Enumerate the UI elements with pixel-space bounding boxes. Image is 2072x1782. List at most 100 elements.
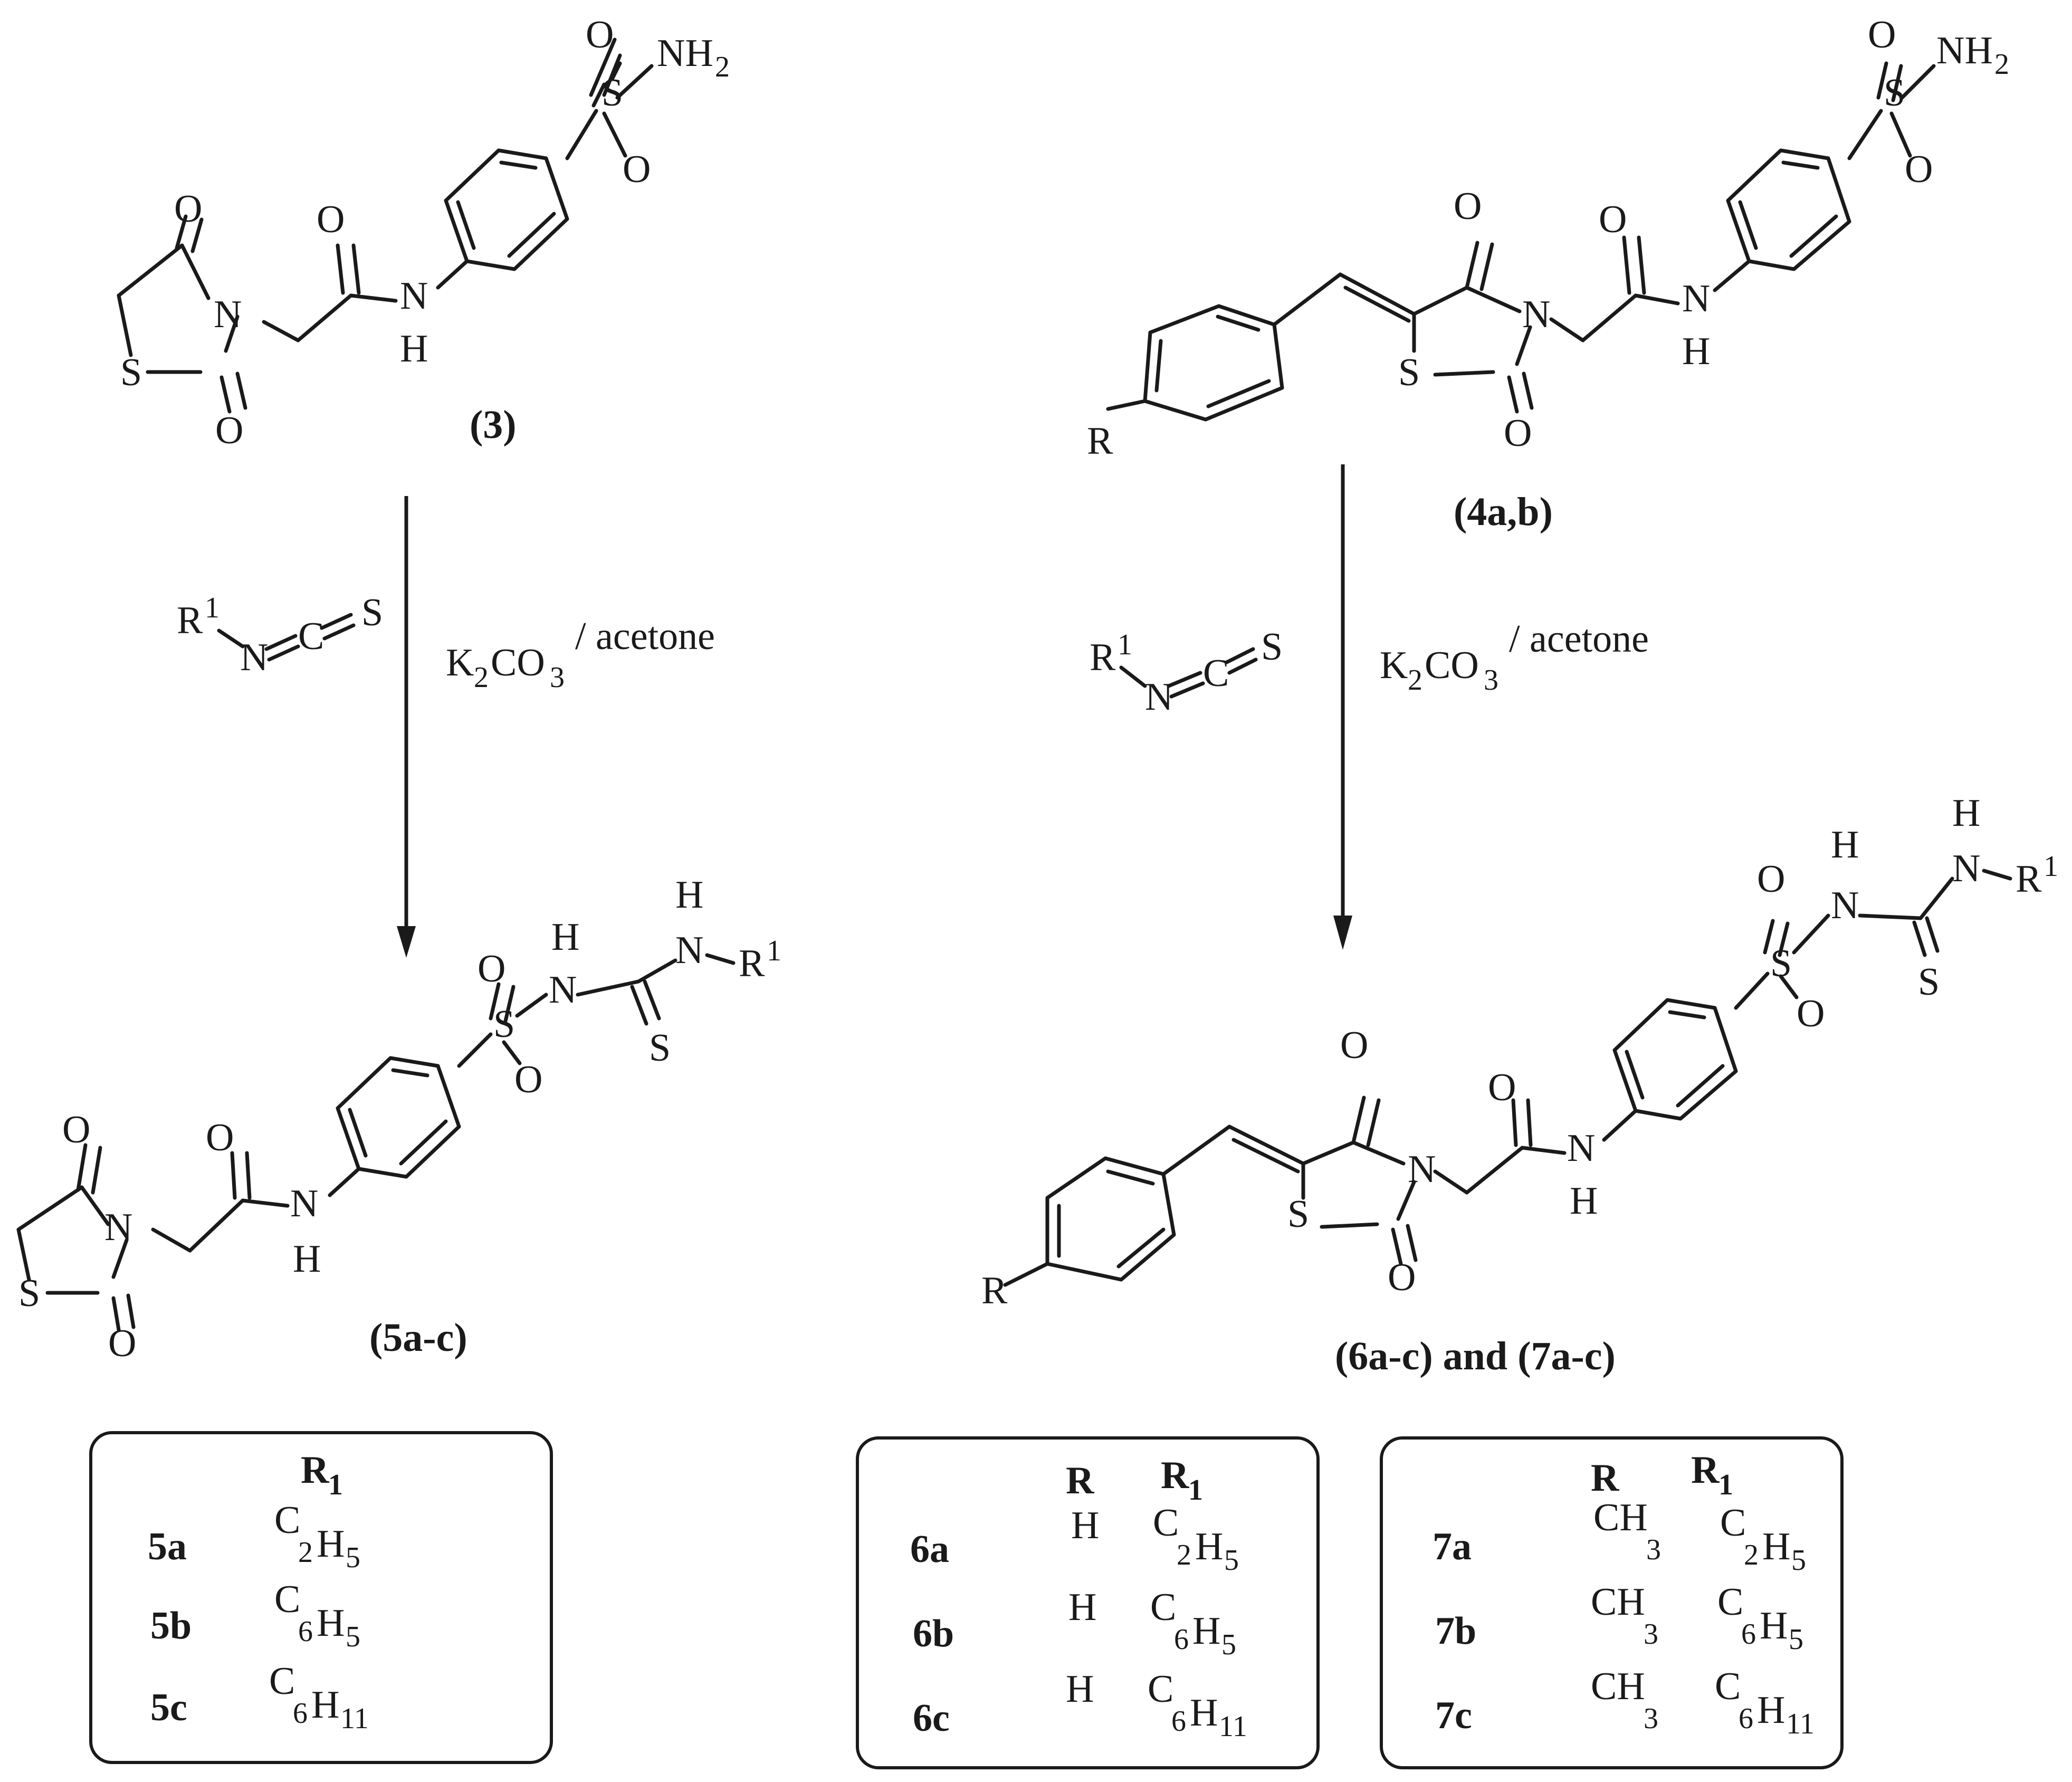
svg-text:5a: 5a	[148, 1525, 187, 1568]
table-row: 7a CH 3 C 2 H 5	[1433, 1496, 1806, 1577]
svg-text:CO: CO	[1425, 644, 1479, 687]
svg-text:2: 2	[298, 1536, 313, 1569]
svg-text:C: C	[1153, 1501, 1179, 1545]
svg-text:CH: CH	[1591, 1665, 1645, 1708]
svg-text:C: C	[1715, 1665, 1741, 1708]
svg-text:N: N	[1952, 847, 1980, 890]
svg-text:O: O	[1905, 148, 1933, 191]
svg-text:2: 2	[715, 51, 730, 83]
svg-text:6: 6	[1741, 1618, 1756, 1651]
svg-text:S: S	[1770, 942, 1792, 985]
svg-text:R: R	[2016, 857, 2042, 901]
svg-text:5: 5	[346, 1621, 360, 1653]
svg-text:5: 5	[1224, 1544, 1239, 1577]
reaction-arrow-right	[1333, 464, 1352, 950]
table-header-r: R	[1066, 1459, 1095, 1502]
isothiocyanate-reagent-right: R 1 N C S	[1090, 625, 1283, 719]
svg-text:R: R	[177, 599, 203, 642]
svg-text:6: 6	[1174, 1623, 1189, 1656]
svg-text:/ acetone: / acetone	[575, 615, 715, 658]
compound-6-7-structure: R O N S O O N H O S O N H S N H R 1 (6a-…	[981, 792, 2058, 1378]
substituent-table-7: R R 1 7a CH 3 C 2 H 5 7b CH 3 C 6 H 5 7c…	[1380, 1436, 1844, 1769]
svg-text:N: N	[1522, 293, 1550, 336]
svg-text:S: S	[361, 591, 383, 634]
svg-text:1: 1	[1118, 628, 1132, 661]
svg-text:O: O	[1454, 185, 1482, 228]
svg-text:C: C	[298, 615, 324, 658]
svg-text:O: O	[1599, 198, 1627, 241]
svg-text:N: N	[1567, 1127, 1595, 1170]
svg-text:2: 2	[1744, 1539, 1759, 1571]
table-row: 6c H C 6 H 11	[913, 1667, 1247, 1743]
compound-label-5: (5a-c)	[369, 1316, 467, 1360]
compound-label-6-7: (6a-c) and (7a-c)	[1335, 1334, 1616, 1378]
table-row: 5b C 6 H 5	[150, 1578, 360, 1653]
svg-text:3: 3	[1644, 1618, 1658, 1651]
svg-text:H: H	[551, 916, 579, 959]
svg-text:N: N	[1145, 675, 1173, 719]
svg-text:H: H	[1952, 792, 1980, 835]
svg-text:N: N	[104, 1206, 132, 1249]
svg-text:6: 6	[293, 1697, 308, 1730]
svg-text:C: C	[274, 1499, 300, 1542]
svg-text:C: C	[1717, 1580, 1743, 1624]
svg-text:2: 2	[474, 661, 489, 694]
svg-text:N: N	[400, 274, 428, 318]
base-solvent-left: K 2 CO 3 / acetone	[446, 615, 715, 694]
table-header-r1: R	[1161, 1454, 1190, 1497]
svg-text:7c: 7c	[1435, 1694, 1472, 1737]
svg-text:O: O	[62, 1108, 90, 1151]
svg-text:R: R	[1087, 420, 1113, 463]
svg-text:CO: CO	[491, 641, 545, 684]
svg-text:O: O	[623, 148, 651, 191]
svg-text:H: H	[1192, 1609, 1220, 1653]
svg-text:H: H	[1757, 1689, 1785, 1732]
svg-text:1: 1	[1718, 1469, 1733, 1501]
svg-text:5b: 5b	[150, 1604, 192, 1647]
svg-text:S: S	[1261, 625, 1283, 669]
svg-text:5: 5	[1221, 1628, 1236, 1661]
svg-text:R: R	[1090, 636, 1116, 679]
svg-text:H: H	[1682, 330, 1710, 373]
table-header-r: R	[1591, 1456, 1620, 1500]
isothiocyanate-reagent-left: R 1 N C S	[177, 591, 383, 679]
svg-text:S: S	[1398, 351, 1420, 394]
svg-text:3: 3	[1644, 1702, 1658, 1735]
svg-text:6: 6	[1739, 1702, 1753, 1735]
svg-text:O: O	[1388, 1256, 1416, 1299]
svg-text:C: C	[269, 1660, 295, 1703]
table-row: 5c C 6 H 11	[150, 1660, 369, 1735]
svg-text:H: H	[317, 1522, 345, 1566]
svg-text:5: 5	[346, 1541, 360, 1574]
compound-label-3: (3)	[470, 403, 517, 447]
svg-text:11: 11	[1786, 1708, 1815, 1740]
base-solvent-right: K 2 CO 3 / acetone	[1380, 617, 1649, 697]
svg-text:O: O	[478, 947, 505, 990]
svg-text:H: H	[1762, 1525, 1790, 1568]
svg-text:S: S	[1884, 71, 1905, 115]
svg-text:5: 5	[1789, 1623, 1803, 1656]
reaction-arrow-left	[397, 496, 416, 958]
svg-text:O: O	[1340, 1024, 1368, 1067]
svg-text:H: H	[1760, 1604, 1788, 1647]
svg-text:R: R	[739, 942, 765, 985]
svg-text:C: C	[1720, 1501, 1746, 1545]
svg-text:N: N	[290, 1182, 318, 1225]
compound-3-structure: O N S O O N H O S O NH 2 (3)	[117, 13, 730, 452]
svg-text:6: 6	[1171, 1705, 1186, 1738]
compound-4-structure: R O N S O O N H O S O NH 2 (4a,b)	[1087, 13, 2009, 534]
svg-text:N: N	[675, 929, 703, 972]
svg-text:H: H	[1071, 1504, 1099, 1547]
svg-text:2: 2	[1408, 664, 1422, 697]
svg-text:N: N	[549, 968, 577, 1012]
svg-text:3: 3	[1646, 1533, 1661, 1566]
table-row: 6a H C 2 H 5	[910, 1501, 1239, 1577]
svg-text:O: O	[1757, 857, 1785, 901]
svg-text:K: K	[1380, 644, 1408, 687]
svg-text:O: O	[206, 1116, 234, 1159]
svg-text:CH: CH	[1593, 1496, 1648, 1539]
svg-text:O: O	[174, 187, 202, 231]
svg-text:O: O	[215, 409, 243, 452]
svg-text:6c: 6c	[913, 1697, 950, 1740]
svg-text:O: O	[1797, 992, 1825, 1035]
